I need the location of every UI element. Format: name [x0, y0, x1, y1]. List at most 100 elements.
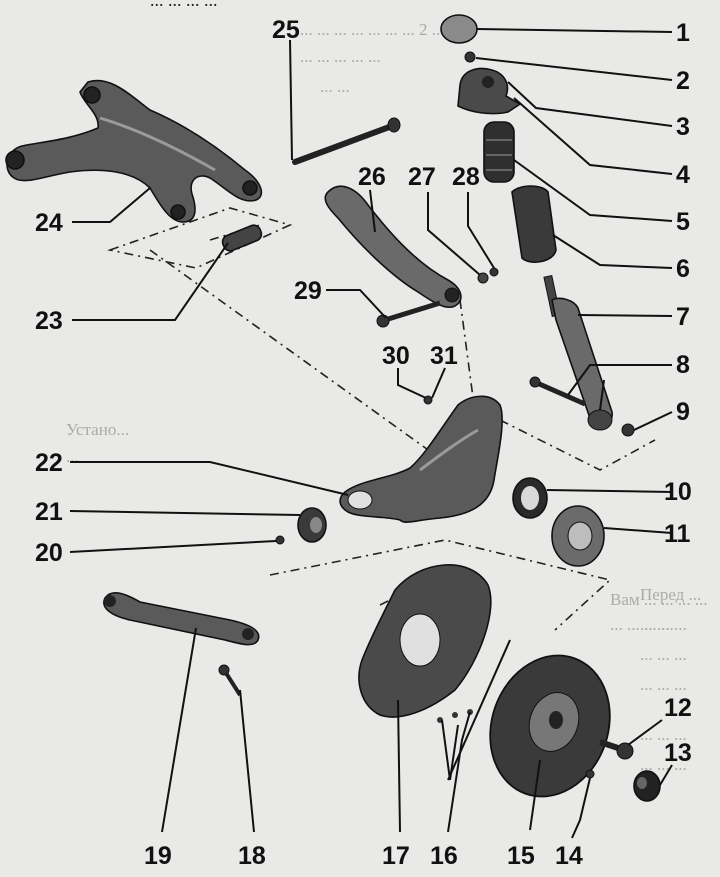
callout-3: 3	[676, 113, 690, 141]
hub-cap	[633, 770, 661, 802]
leader-4	[513, 97, 673, 175]
callout-15: 15	[507, 842, 535, 870]
leader-17	[397, 699, 401, 833]
leader-6	[552, 234, 673, 269]
callout-10: 10	[664, 478, 692, 506]
leader-22	[70, 461, 349, 496]
bg-line-7: ... ... ... ...	[610, 615, 674, 634]
top-mount	[457, 67, 522, 115]
leader-19	[161, 627, 197, 833]
leader-11	[603, 527, 673, 534]
leader-8b	[599, 379, 605, 411]
leader-1	[476, 28, 673, 33]
bg-line-13: ... ... ...	[640, 755, 687, 774]
bg-line-11: ... ... ...	[640, 675, 687, 694]
leader-26	[369, 189, 376, 233]
nut-small	[489, 267, 499, 277]
callout-2: 2	[676, 67, 690, 95]
bushing-bolt	[275, 535, 285, 545]
bg-line-2: ... ... ... ... ...	[300, 47, 381, 66]
bushing	[221, 224, 263, 252]
leader-29	[326, 289, 387, 319]
callout-13: 13	[664, 739, 692, 767]
callout-16: 16	[430, 842, 458, 870]
shock-absorber	[543, 275, 613, 431]
callout-11: 11	[664, 520, 691, 548]
brake-disc	[489, 654, 611, 798]
callout-29: 29	[294, 277, 322, 305]
callout-17: 17	[382, 842, 410, 870]
dust-cap	[440, 14, 478, 44]
callout-5: 5	[676, 208, 690, 236]
leader-28	[467, 192, 495, 269]
leader-25	[289, 39, 293, 161]
leader-30	[397, 368, 427, 399]
leader-5	[513, 159, 673, 222]
bg-line-4: Устано...	[66, 420, 129, 439]
callout-26: 26	[358, 163, 386, 191]
shock-bolt	[529, 376, 587, 407]
bg-line-6: Вам ... ... ... ...	[610, 590, 708, 609]
callout-14: 14	[555, 842, 583, 870]
leader-7	[577, 314, 673, 317]
leader-21	[69, 510, 301, 516]
guide-arm-mount	[107, 207, 293, 269]
top-text: ... ... ... ...	[150, 0, 218, 10]
knuckle-bushing	[297, 507, 327, 543]
callout-21: 21	[35, 498, 63, 526]
callout-4: 4	[676, 161, 690, 189]
leader-15	[529, 759, 541, 831]
leader-16d	[447, 639, 511, 781]
guide-shield	[269, 539, 612, 631]
lower-link-arm	[103, 591, 260, 646]
callout-28: 28	[452, 163, 480, 191]
seal-ring	[512, 477, 548, 519]
dust-boot	[511, 185, 557, 263]
callout-25: 25	[272, 16, 300, 44]
leader-13	[659, 764, 673, 786]
wheel-knuckle	[339, 395, 503, 523]
bg-line-5: ...	[66, 447, 79, 466]
bump-stop	[483, 121, 515, 183]
bg-line-3: ... ...	[320, 77, 350, 96]
callout-24: 24	[35, 209, 63, 237]
bg-line-8: Перед ...	[640, 585, 701, 604]
assembly-guide-lines	[107, 207, 656, 631]
bg-line-12: ... ... ...	[640, 725, 687, 744]
callout-23: 23	[35, 307, 63, 335]
leader-9	[633, 411, 673, 431]
guide-shock-to-knuckle	[499, 419, 656, 471]
leader-16c	[441, 719, 451, 781]
link-bolt	[376, 300, 441, 328]
bg-line-1: ... ... ... ... ... ... ... 2 ...	[300, 20, 445, 39]
leader-8a	[567, 364, 672, 396]
bg-line-10: ... ... ...	[640, 645, 687, 664]
leader-14	[571, 777, 591, 839]
leader-27	[427, 192, 481, 276]
callout-12: 12	[664, 694, 692, 722]
guide-arm-to-knuckle	[149, 249, 471, 481]
callout-30: 30	[382, 342, 410, 370]
upper-control-arm	[5, 79, 263, 223]
callout-labels: 1 2 3 4 5 6 7 8 9 10 11 12 13 14 15 16 1…	[35, 16, 692, 870]
brake-backing-plate	[358, 564, 492, 718]
leader-20	[69, 540, 277, 553]
bg-line-9: ... ... ...	[640, 615, 687, 634]
wheel-hub	[551, 505, 605, 567]
leader-16a	[447, 711, 471, 833]
leader-12	[627, 719, 663, 746]
callout-22: 22	[35, 449, 63, 477]
top-nut	[464, 51, 476, 63]
callout-6: 6	[676, 255, 690, 283]
callout-31: 31	[430, 342, 458, 370]
leader-31	[431, 367, 446, 399]
callout-20: 20	[35, 539, 63, 567]
lower-link-bolt	[218, 664, 242, 697]
long-bolt	[292, 117, 401, 165]
shield-bolt-2	[452, 712, 458, 718]
background-page-text: ... ... ... ... ... ... ... 2 ... ... ..…	[66, 20, 708, 774]
leader-24	[72, 187, 151, 223]
trailing-link-arm	[324, 185, 462, 308]
